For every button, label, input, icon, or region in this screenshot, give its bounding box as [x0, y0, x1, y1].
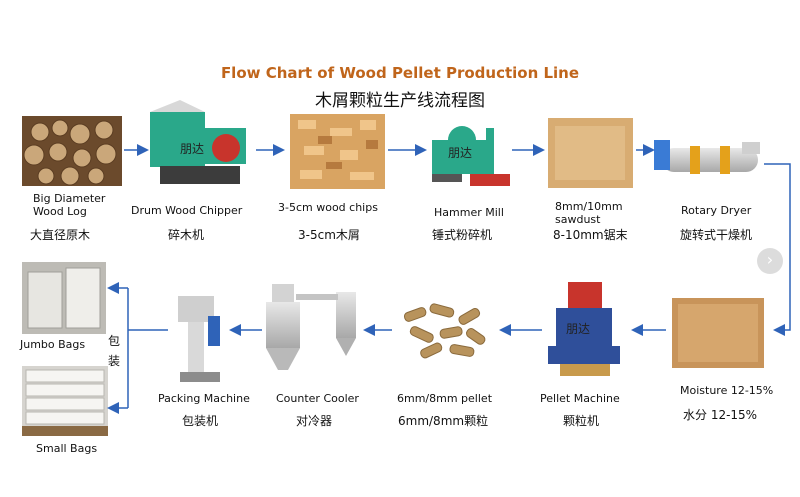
- carousel-next-button[interactable]: ›: [757, 248, 783, 274]
- step-label-en: Counter Cooler: [276, 392, 359, 405]
- step-label-en: Drum Wood Chipper: [131, 204, 243, 217]
- rotary-dryer-image: [654, 140, 760, 174]
- packing-label-cn: 包装: [108, 334, 121, 368]
- step-label-en: Hammer Mill: [434, 206, 504, 219]
- packing-machine-image: [178, 296, 220, 382]
- step-label-en: Packing Machine: [158, 392, 250, 405]
- chart-title-cn: 木屑颗粒生产线流程图: [315, 91, 485, 111]
- step-label-en: Pellet Machine: [540, 392, 620, 405]
- jumbo-bags-image: [22, 262, 106, 334]
- step-label-cn: 3-5cm木屑: [298, 228, 360, 242]
- step-label-cn: 水分 12-15%: [683, 408, 758, 422]
- moisture-sawdust-image: [672, 298, 764, 368]
- pellet-machine-image: [548, 282, 620, 376]
- sawdust-image: [548, 118, 633, 188]
- step-label-en: Small Bags: [36, 442, 98, 455]
- step-label-en: Rotary Dryer: [681, 204, 752, 217]
- step-label-cn: 旋转式干燥机: [680, 228, 753, 242]
- step-label-en: Jumbo Bags: [20, 338, 86, 351]
- brand-watermark: 朋达: [180, 142, 205, 156]
- step-label-cn: 对冷器: [296, 414, 333, 428]
- brand-watermark: 朋达: [566, 322, 591, 336]
- step-label-cn: 颗粒机: [563, 414, 600, 428]
- step-label-en: 6mm/8mm pellet: [397, 392, 493, 405]
- arrow-down-right: [764, 163, 791, 336]
- step-label-cn: 锤式粉碎机: [432, 228, 493, 242]
- step-label-en: Moisture 12-15%: [680, 384, 774, 397]
- step-label-cn: 碎木机: [168, 228, 205, 242]
- wood-chips-image: [290, 114, 385, 189]
- drum-wood-chipper-image: [150, 100, 246, 184]
- step-label-cn: 包装机: [182, 414, 219, 428]
- wood-log-image: [22, 116, 122, 186]
- step-label-en: 3-5cm wood chips: [278, 201, 378, 214]
- brand-watermark: 朋达: [448, 146, 473, 160]
- small-bags-image: [22, 366, 108, 436]
- counter-cooler-image: [266, 284, 356, 370]
- hammer-mill-image: [432, 126, 510, 186]
- step-label-cn: 大直径原木: [30, 228, 91, 242]
- pellets-image: [395, 298, 495, 360]
- chevron-right-icon: ›: [766, 250, 774, 269]
- step-label-cn: 6mm/8mm颗粒: [398, 414, 489, 428]
- chart-title-en: Flow Chart of Wood Pellet Production Lin…: [220, 64, 580, 82]
- step-label-cn: 8-10mm锯末: [553, 228, 628, 242]
